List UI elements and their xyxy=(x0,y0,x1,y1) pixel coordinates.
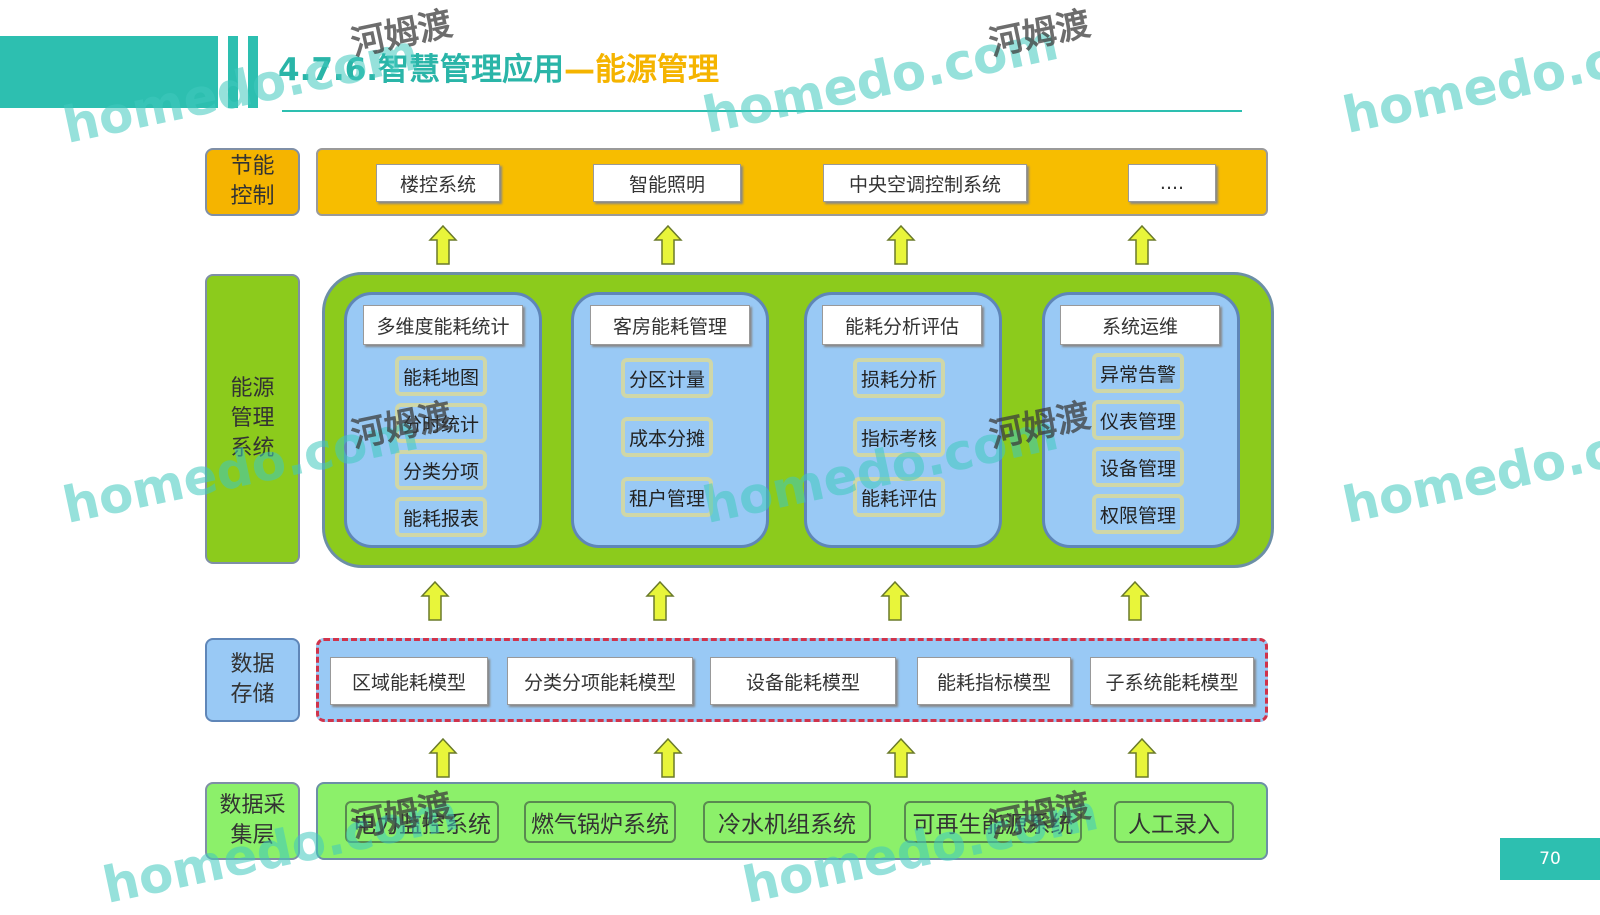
column-head: 能耗分析评估 xyxy=(822,305,982,345)
up-arrow-icon xyxy=(1120,580,1150,622)
up-arrow-icon xyxy=(1127,224,1157,266)
layer-label-management: 能源 管理 系统 xyxy=(205,274,300,564)
collection-item: 冷水机组系统 xyxy=(703,801,871,843)
up-arrow-icon xyxy=(1127,737,1157,779)
up-arrow-icon xyxy=(428,224,458,266)
title-rule xyxy=(282,110,1242,112)
layer-label-storage: 数据 存储 xyxy=(205,638,300,722)
column-item: 分区计量 xyxy=(621,358,713,398)
column-head: 多维度能耗统计 xyxy=(363,305,523,345)
watermark: homedo.com xyxy=(697,13,1064,145)
up-arrow-icon xyxy=(886,224,916,266)
collection-item: 电力监控系统 xyxy=(345,801,499,843)
column-item: 分时统计 xyxy=(395,403,487,443)
column-item: 成本分摊 xyxy=(621,417,713,457)
column-item: 分类分项 xyxy=(395,450,487,490)
column-item: 仪表管理 xyxy=(1092,400,1184,440)
up-arrow-icon xyxy=(645,580,675,622)
header-stripe xyxy=(248,36,258,108)
column-item: 设备管理 xyxy=(1092,447,1184,487)
column-item: 租户管理 xyxy=(621,477,713,517)
column-item: 能耗地图 xyxy=(395,356,487,396)
up-arrow-icon xyxy=(653,737,683,779)
up-arrow-icon xyxy=(653,224,683,266)
collection-item: 燃气锅炉系统 xyxy=(524,801,676,843)
column-item: 损耗分析 xyxy=(853,358,945,398)
control-item: 楼控系统 xyxy=(376,164,500,202)
storage-item: 分类分项能耗模型 xyxy=(507,657,693,705)
column-item: 能耗报表 xyxy=(395,497,487,537)
up-arrow-icon xyxy=(880,580,910,622)
up-arrow-icon xyxy=(428,737,458,779)
header-bar xyxy=(0,36,218,108)
storage-item: 能耗指标模型 xyxy=(917,657,1071,705)
control-item: 中央空调控制系统 xyxy=(823,164,1027,202)
column-head: 系统运维 xyxy=(1060,305,1220,345)
layer-label-collection: 数据采 集层 xyxy=(205,782,300,860)
column-item: 异常告警 xyxy=(1092,353,1184,393)
page-title: 4.7.6.智慧管理应用—能源管理 xyxy=(278,52,720,88)
watermark: 河姆渡 xyxy=(985,3,1094,65)
column-item: 指标考核 xyxy=(853,417,945,457)
control-item: .... xyxy=(1128,164,1216,202)
page-number: 70 xyxy=(1500,838,1600,880)
storage-item: 子系统能耗模型 xyxy=(1090,657,1254,705)
header-stripe xyxy=(228,36,238,108)
column-item: 能耗评估 xyxy=(853,477,945,517)
storage-item: 设备能耗模型 xyxy=(710,657,896,705)
up-arrow-icon xyxy=(420,580,450,622)
up-arrow-icon xyxy=(886,737,916,779)
storage-item: 区域能耗模型 xyxy=(330,657,488,705)
watermark: homedo.com xyxy=(1337,13,1600,145)
control-item: 智能照明 xyxy=(593,164,741,202)
column-head: 客房能耗管理 xyxy=(590,305,750,345)
layer-label-control: 节能 控制 xyxy=(205,148,300,216)
collection-item: 人工录入 xyxy=(1114,801,1234,843)
column-item: 权限管理 xyxy=(1092,494,1184,534)
collection-item: 可再生能源系统 xyxy=(904,801,1082,843)
watermark: homedo.com xyxy=(1337,403,1600,535)
